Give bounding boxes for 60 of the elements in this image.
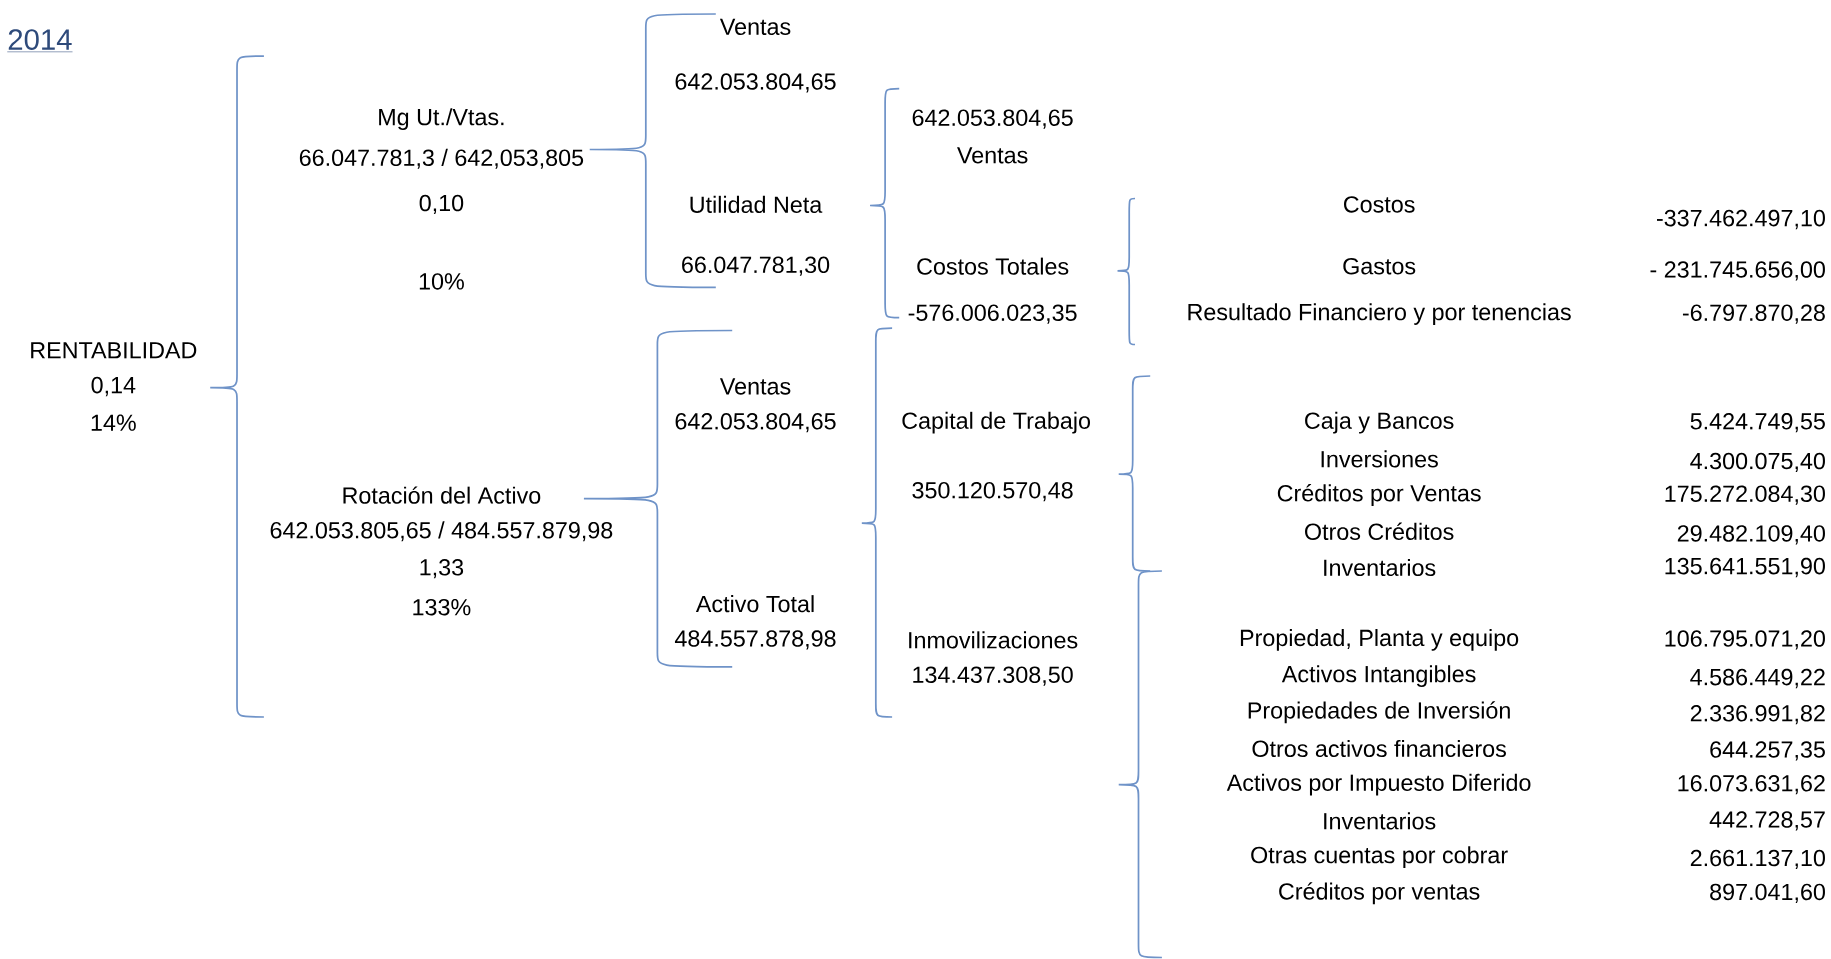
item-label: Créditos por ventas — [1279, 882, 1480, 905]
item-label: Inversiones — [1321, 450, 1438, 468]
item-label: Ventas — [719, 378, 791, 395]
amount-value: 442.728,57 — [1709, 811, 1825, 831]
item-label: Inventarios — [1324, 558, 1436, 577]
item-label: -576.006.023,35 — [908, 304, 1077, 324]
amount-value: 29.482.109,40 — [1677, 525, 1825, 545]
item-label: Utilidad Neta — [690, 195, 823, 213]
item-label: Capital de Trabajo — [902, 411, 1090, 434]
item-label: Activos por Impuesto Diferido — [1226, 773, 1531, 796]
amount-value: 2.661.137,10 — [1690, 849, 1825, 870]
item-label: Activo Total — [695, 595, 814, 613]
amount-value: -6.797.870,28 — [1682, 304, 1825, 324]
item-label: Propiedades de Inversión — [1248, 701, 1510, 724]
item-label: Créditos por Ventas — [1277, 484, 1481, 507]
amount-value: 4.586.449,22 — [1690, 668, 1825, 689]
amount-value: 4.300.075,40 — [1690, 452, 1825, 473]
item-label: 350.120.570,48 — [912, 481, 1073, 502]
item-label: Costos — [1344, 196, 1415, 213]
item-label: 66.047.781,30 — [682, 256, 830, 276]
item-label: 66.047.781,3 / 642,053,805 — [299, 148, 584, 169]
item-label: Otros activos financieros — [1252, 739, 1506, 758]
amount-value: -337.462.497,10 — [1657, 209, 1825, 230]
item-label: Caja y Bancos — [1305, 411, 1454, 434]
item-label: Otras cuentas por cobrar — [1251, 846, 1508, 868]
item-label: RENTABILIDAD — [31, 342, 197, 359]
item-label: 1,33 — [420, 559, 464, 579]
year-heading: 2014 — [7, 29, 73, 53]
amount-value: 5.424.749,55 — [1690, 413, 1825, 433]
item-label: 642.053.804,65 — [675, 413, 836, 433]
item-label: Ventas — [719, 18, 791, 36]
item-label: 0,10 — [419, 194, 464, 215]
item-label: 10% — [419, 273, 464, 290]
amount-value: - 231.745.656,00 — [1650, 261, 1825, 281]
item-label: 14% — [91, 414, 136, 431]
amount-value: 644.257,35 — [1710, 741, 1825, 761]
item-label: Mg Ut./Vtas. — [379, 108, 504, 130]
item-label: Ventas — [957, 147, 1028, 164]
item-label: Gastos — [1343, 257, 1416, 275]
amount-value: 135.641.551,90 — [1665, 557, 1825, 578]
item-label: 642.053.804,65 — [675, 73, 836, 93]
item-label: Rotación del Activo — [343, 486, 541, 504]
item-label: Inventarios — [1324, 812, 1436, 830]
item-label: Activos Intangibles — [1281, 665, 1476, 687]
amount-value: 175.272.084,30 — [1665, 485, 1825, 505]
amount-value: 16.073.631,62 — [1678, 775, 1825, 795]
item-label: 134.437.308,50 — [913, 666, 1073, 686]
item-label: Otros Créditos — [1305, 522, 1454, 540]
item-label: Resultado Financiero y por tenencias — [1188, 303, 1571, 325]
item-label: 0,14 — [91, 376, 136, 397]
item-label: 133% — [413, 598, 471, 616]
item-label: 642.053.805,65 / 484.557.879,98 — [270, 521, 613, 542]
item-label: Costos Totales — [917, 257, 1069, 275]
item-label: Propiedad, Planta y equipo — [1240, 629, 1519, 651]
amount-value: 2.336.991,82 — [1690, 705, 1825, 725]
item-label: Inmovilizaciones — [909, 631, 1078, 649]
amount-value: 106.795.071,20 — [1665, 630, 1825, 650]
amount-value: 897.041,60 — [1710, 883, 1825, 903]
item-label: 484.557.878,98 — [674, 630, 836, 650]
item-label: 642.053.804,65 — [912, 109, 1073, 129]
